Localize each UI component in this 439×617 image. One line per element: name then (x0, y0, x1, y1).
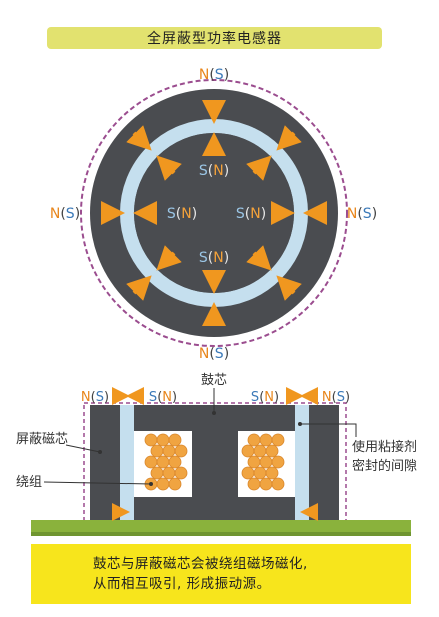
drum-core-bottom-flange (134, 497, 295, 520)
gap-ring (120, 119, 308, 307)
outer-left-label: N(S) (50, 206, 80, 222)
outer-dashed-boundary (80, 79, 348, 347)
top-view: N(S) N(S) N(S) N(S) S(N) S(N) S(N) S(N) (50, 67, 377, 362)
arrow (156, 245, 182, 271)
adhesive-label-line2: 密封的间隙 (352, 458, 417, 474)
leader-dot (98, 450, 102, 454)
shield-core-right-wall (309, 405, 339, 520)
shield-core-label: 屏蔽磁芯 (16, 432, 68, 447)
arrow (156, 155, 182, 181)
outer-bottom-label: N(S) (199, 346, 229, 362)
inner-top-label: S(N) (199, 163, 229, 179)
inner-left-label: S(N) (167, 206, 197, 222)
arrow (246, 245, 272, 271)
diagram-title: 全屏蔽型功率电感器 (147, 31, 282, 47)
shield-core-leader (65, 444, 101, 453)
winding-leader (43, 481, 152, 485)
cross-section: N(S) S(N) S(N) N(S) 鼓芯 屏蔽磁芯 绕组 使用粘接剂 密封的… (16, 373, 417, 536)
outer-right-label: N(S) (347, 206, 377, 222)
section-left-outer-label: N(S) (81, 390, 109, 405)
caption-line-2: 从而相互吸引, 形成振动源。 (93, 576, 271, 592)
caption-line-1: 鼓芯与屏蔽磁芯会被绕组磁场磁化, (93, 556, 308, 572)
arrow (126, 275, 152, 301)
adhesive-leader (300, 423, 357, 437)
section-right-outer-label: N(S) (322, 390, 350, 405)
section-left-inner-label: S(N) (149, 390, 177, 405)
drum-core-label: 鼓芯 (201, 373, 227, 388)
arrow (246, 155, 272, 181)
section-arrows (112, 387, 318, 521)
leader-dot (212, 411, 216, 415)
pcb-base-shadow (31, 532, 411, 536)
outer-top-label: N(S) (199, 67, 229, 83)
outer-arrows (101, 100, 327, 326)
drum-core-top (134, 133, 294, 293)
title-bar: 全屏蔽型功率电感器 (47, 27, 382, 49)
gap-left (120, 405, 134, 520)
arrow (126, 125, 152, 151)
gap-right (295, 405, 309, 520)
winding-right (241, 433, 285, 491)
leader-dot (149, 482, 153, 486)
arrow (276, 125, 302, 151)
shield-core-left-wall (90, 405, 120, 520)
inner-bottom-label: S(N) (199, 250, 229, 266)
inner-right-label: S(N) (236, 206, 266, 222)
winding-left (144, 433, 188, 491)
drum-core-center (192, 431, 238, 497)
caption-box: 鼓芯与屏蔽磁芯会被绕组磁场磁化, 从而相互吸引, 形成振动源。 (31, 544, 411, 604)
section-right-inner-label: S(N) (251, 390, 279, 405)
leader-dot (298, 422, 302, 426)
inner-arrows (133, 132, 295, 294)
arrow (276, 275, 302, 301)
adhesive-label-line1: 使用粘接剂 (352, 439, 417, 455)
winding-label: 绕组 (16, 475, 42, 490)
